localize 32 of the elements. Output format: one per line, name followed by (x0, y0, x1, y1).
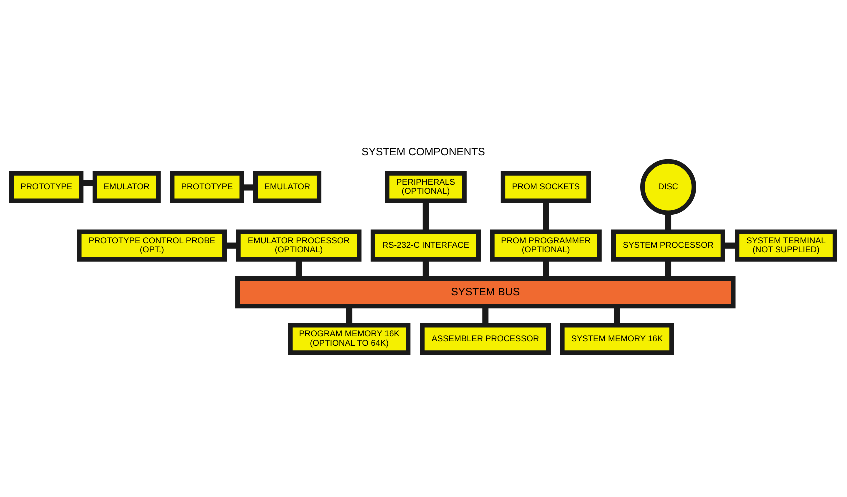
node-circle: DISC (640, 159, 696, 216)
connector (346, 306, 353, 326)
connector (242, 184, 256, 191)
node-box: PROTOTYPE (170, 171, 244, 204)
connector (614, 306, 620, 326)
connector (665, 260, 672, 279)
node-box: PROTOTYPE CONTROL PROBE (OPT.) (77, 230, 228, 262)
connector (82, 180, 96, 186)
node-box: EMULATOR (254, 171, 322, 204)
connector (224, 242, 238, 249)
connector (296, 260, 302, 279)
node-box: PROM SOCKETS (500, 171, 592, 204)
connector (422, 201, 430, 232)
diagram-title: SYSTEM COMPONENTS (362, 146, 486, 159)
node-box: RS-232-C INTERFACE (370, 230, 482, 262)
connector (723, 242, 738, 249)
connector (543, 201, 550, 232)
node-box: SYSTEM TERMINAL (NOT SUPPLIED) (735, 230, 838, 262)
node-box: EMULATOR PROCESSOR (OPTIONAL) (236, 230, 362, 262)
node-box: PROGRAM MEMORY 16K (OPTIONAL TO 64K) (288, 323, 411, 356)
node-box: EMULATOR (92, 171, 161, 204)
connector (482, 306, 489, 326)
node-box: ASSEMBLER PROCESSOR (420, 323, 552, 356)
node-box: SYSTEM PROCESSOR (611, 230, 726, 262)
node-box: SYSTEM BUS (236, 276, 736, 309)
connector (543, 260, 550, 279)
node-box: PERIPHERALS (OPTIONAL) (385, 171, 467, 204)
node-box: PROM PROGRAMMER (OPTIONAL) (490, 230, 602, 262)
connector (665, 213, 672, 232)
connector (422, 260, 430, 279)
node-box: SYSTEM MEMORY 16K (560, 323, 674, 356)
node-box: PROTOTYPE (10, 171, 84, 204)
